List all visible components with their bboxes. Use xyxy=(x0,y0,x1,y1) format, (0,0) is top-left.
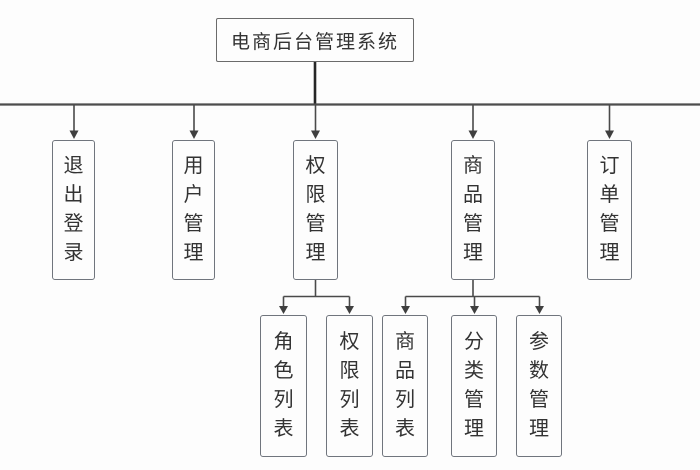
node-logout: 退出登录 xyxy=(52,140,95,280)
node-permission-list: 权限列表 xyxy=(326,315,373,457)
node-label: 退出登录 xyxy=(63,155,84,264)
node-label: 参数管理 xyxy=(529,331,549,440)
node-goods-management: 商品管理 xyxy=(451,140,495,280)
node-label: 商品列表 xyxy=(395,331,415,440)
node-category-management: 分类管理 xyxy=(451,315,497,457)
node-parameter-management: 参数管理 xyxy=(516,315,562,457)
node-label: 用户管理 xyxy=(183,155,204,264)
node-label: 订单管理 xyxy=(599,155,620,264)
node-label: 权限列表 xyxy=(339,331,360,440)
node-label: 商品管理 xyxy=(463,155,483,264)
node-user-management: 用户管理 xyxy=(172,140,215,280)
node-goods-list: 商品列表 xyxy=(382,315,428,457)
node-label: 分类管理 xyxy=(464,331,484,440)
node-label: 角色列表 xyxy=(273,331,294,440)
node-order-management: 订单管理 xyxy=(587,140,632,280)
node-label: 权限管理 xyxy=(305,155,326,264)
node-role-list: 角色列表 xyxy=(260,315,307,457)
node-permission-management: 权限管理 xyxy=(293,140,338,280)
node-root: 电商后台管理系统 xyxy=(216,18,414,62)
node-label: 电商后台管理系统 xyxy=(230,31,399,53)
